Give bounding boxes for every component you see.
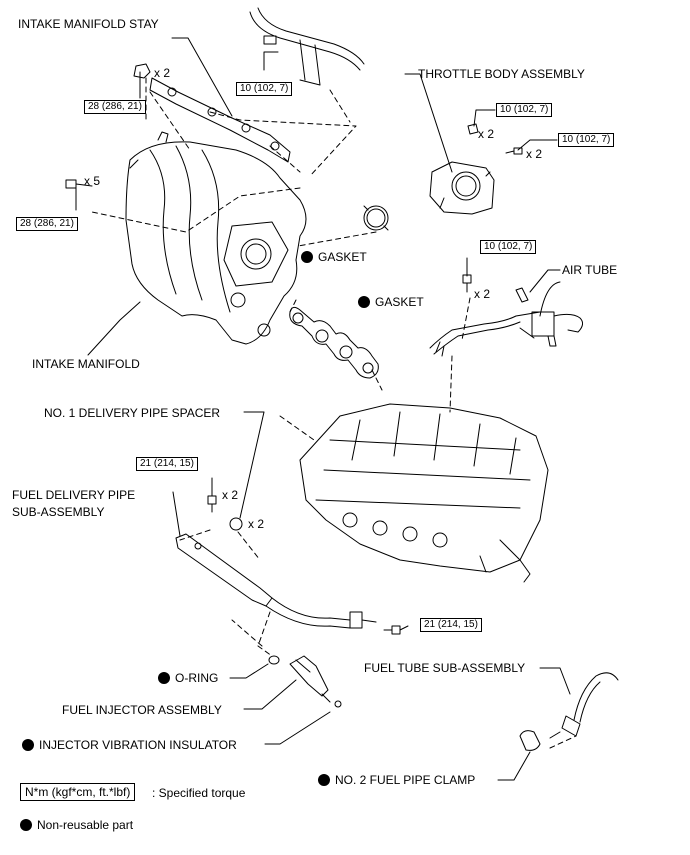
legend-torque-unit: N*m (kgf*cm, ft.*lbf) bbox=[20, 783, 136, 801]
qty-spacer: x 2 bbox=[248, 517, 265, 531]
manifold-bolt bbox=[65, 179, 93, 189]
torque-delivery-pipe-bolt: 21 (214, 15) bbox=[136, 457, 198, 471]
manifold-gasket bbox=[289, 306, 379, 379]
fuel-delivery-pipe bbox=[175, 533, 377, 629]
qty-stay-nut: x 2 bbox=[154, 66, 171, 80]
qty-air-tube-bolt: x 2 bbox=[474, 287, 491, 301]
non-reusable-icon bbox=[22, 739, 34, 751]
engine-cylinder-head bbox=[299, 403, 549, 583]
label-intake-manifold-stay: INTAKE MANIFOLD STAY bbox=[18, 17, 159, 31]
throttle-body bbox=[429, 161, 495, 215]
intake-manifold-stay bbox=[149, 77, 291, 163]
qty-delivery-pipe-bolt: x 2 bbox=[222, 488, 239, 502]
label-air-tube: AIR TUBE bbox=[562, 263, 618, 277]
label-gasket-throttle: GASKET bbox=[301, 250, 367, 264]
label-throttle-body-assembly: THROTTLE BODY ASSEMBLY bbox=[418, 67, 585, 81]
label-gasket-manifold: GASKET bbox=[358, 295, 424, 309]
label-o-ring: O-RING bbox=[158, 671, 218, 685]
stay-nut bbox=[133, 63, 151, 79]
air-tube bbox=[429, 281, 584, 357]
vibration-insulator-part bbox=[334, 700, 342, 708]
delivery-pipe-bolt bbox=[207, 495, 217, 513]
label-intake-manifold: INTAKE MANIFOLD bbox=[32, 357, 140, 371]
torque-air-tube-bolt: 10 (102, 7) bbox=[480, 240, 537, 254]
label-fuel-delivery-pipe-line1: FUEL DELIVERY PIPE bbox=[12, 488, 136, 502]
torque-stay-nut: 28 (286, 21) bbox=[84, 100, 146, 114]
label-fuel-injector-assembly: FUEL INJECTOR ASSEMBLY bbox=[62, 703, 222, 717]
qty-throttle-bolt: x 2 bbox=[526, 147, 543, 161]
o-ring-part bbox=[268, 655, 280, 665]
non-reusable-icon bbox=[158, 672, 170, 684]
non-reusable-icon bbox=[301, 251, 313, 263]
qty-manifold-bolt: x 5 bbox=[84, 174, 101, 188]
fuel-pipe-clamp bbox=[519, 730, 541, 751]
legend-torque-text: : Specified torque bbox=[152, 786, 246, 800]
throttle-bolt bbox=[505, 147, 523, 155]
legend-non-reusable: Non-reusable part bbox=[20, 818, 133, 832]
fuel-injector bbox=[289, 655, 331, 703]
label-fuel-tube-sub-assembly: FUEL TUBE SUB-ASSEMBLY bbox=[364, 661, 526, 675]
torque-throttle-nut: 10 (102, 7) bbox=[496, 103, 553, 117]
leader-lines bbox=[75, 37, 571, 781]
label-fuel-delivery-pipe-line2: SUB-ASSEMBLY bbox=[12, 505, 105, 519]
fuel-line-top bbox=[249, 7, 365, 86]
label-no2-fuel-pipe-clamp: NO. 2 FUEL PIPE CLAMP bbox=[318, 773, 475, 787]
torque-fuel-tube-bolt: 21 (214, 15) bbox=[420, 618, 482, 632]
torque-manifold-bolt: 28 (286, 21) bbox=[16, 217, 78, 231]
throttle-gasket bbox=[363, 205, 389, 231]
fuel-tube bbox=[549, 672, 619, 739]
label-injector-vibration-insulator: INJECTOR VIBRATION INSULATOR bbox=[22, 738, 237, 752]
non-reusable-icon bbox=[318, 774, 330, 786]
label-no1-delivery-pipe-spacer: NO. 1 DELIVERY PIPE SPACER bbox=[44, 406, 221, 420]
fuel-tube-bolt bbox=[383, 625, 401, 635]
non-reusable-icon bbox=[358, 296, 370, 308]
air-tube-bolt bbox=[462, 274, 472, 293]
intake-manifold bbox=[125, 131, 307, 345]
non-reusable-icon bbox=[20, 819, 32, 831]
qty-throttle-nut: x 2 bbox=[478, 127, 495, 141]
torque-throttle-bolt: 10 (102, 7) bbox=[558, 133, 615, 147]
torque-manifold-stay-bolt: 10 (102, 7) bbox=[236, 82, 293, 96]
alignment-lines bbox=[91, 77, 577, 749]
throttle-nut bbox=[467, 123, 479, 135]
delivery-pipe-spacer bbox=[229, 517, 243, 531]
